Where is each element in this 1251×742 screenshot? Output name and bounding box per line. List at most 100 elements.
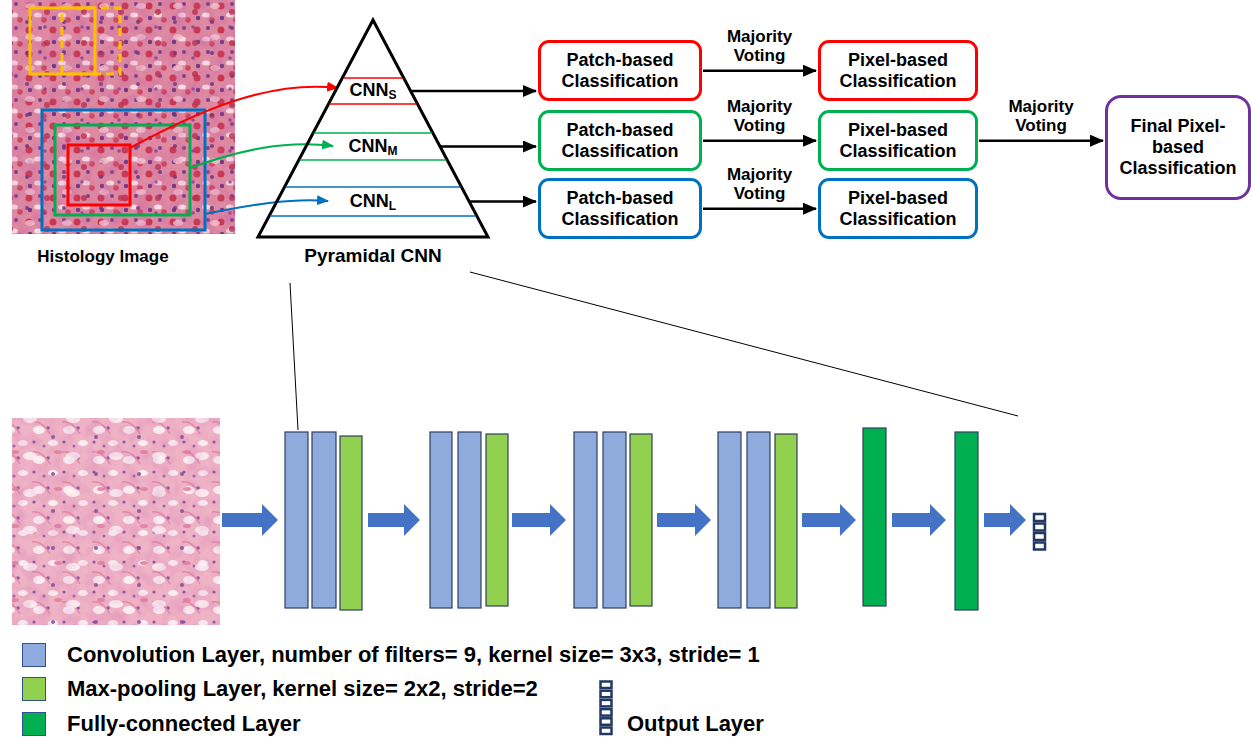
flow-arrow — [802, 504, 856, 536]
patch-arrow — [130, 87, 338, 148]
legend-label: Max-pooling Layer, kernel size= 2x2, str… — [67, 677, 538, 701]
medium-patch — [55, 125, 190, 215]
small-patch — [68, 145, 130, 205]
output-unit — [601, 700, 612, 707]
band-line — [314, 132, 432, 134]
output-unit — [1034, 514, 1045, 521]
arrow-connector — [703, 207, 816, 210]
connectors — [412, 71, 1103, 209]
process-box: Pixel-based Classification — [818, 40, 978, 101]
arrow-connector — [703, 69, 816, 72]
pool-layer — [486, 434, 508, 606]
process-box: Patch-based Classification — [538, 40, 702, 101]
band-line — [329, 103, 416, 105]
large-patch — [42, 110, 205, 230]
patch-arrow — [190, 144, 333, 168]
patch-window-shifted — [62, 8, 120, 74]
tissue-texture — [12, 0, 235, 234]
tissue-texture — [12, 418, 220, 625]
layer-name: CNNM — [348, 137, 397, 157]
tissue-texture — [12, 418, 220, 625]
band-line — [300, 159, 446, 161]
layer-name: CNNL — [350, 192, 396, 212]
output-unit — [601, 718, 612, 725]
arrow-connector — [412, 90, 536, 93]
fc-layer — [863, 428, 886, 606]
histology-image-bottom — [12, 418, 220, 625]
output-layer-symbol — [598, 680, 614, 738]
output-unit — [601, 728, 612, 735]
process-box: Pixel-based Classification — [818, 178, 978, 239]
flow-arrow — [892, 504, 946, 536]
tissue-texture — [12, 0, 235, 234]
edge-label: Majority Voting — [995, 97, 1087, 136]
band-line — [343, 77, 402, 79]
edge-label: Majority Voting — [714, 27, 806, 66]
conv-layer — [574, 432, 597, 608]
box-text: Pixel-based Classification — [829, 50, 967, 91]
legend-label: Output Layer — [627, 712, 764, 736]
histology-image-top — [12, 0, 235, 234]
pyramid-shape: Pyramidal CNN CNNS CNNM CNNL — [248, 15, 498, 277]
conv-layer — [747, 432, 770, 608]
pyramid-triangle — [258, 20, 488, 237]
flow-arrow — [657, 504, 711, 536]
pyramid-band: CNNM — [306, 133, 440, 160]
output-unit — [1034, 533, 1045, 540]
output-unit — [601, 709, 612, 716]
output-unit — [601, 691, 612, 698]
flow-arrow — [512, 504, 566, 536]
conv-layer — [312, 432, 336, 608]
band-line — [270, 215, 476, 217]
output-unit — [601, 682, 612, 689]
box-text: Pixel-based Classification — [829, 188, 967, 229]
box-text: Pixel-based Classification — [829, 120, 967, 161]
box-text: Patch-based Classification — [549, 50, 691, 91]
arrow-connector — [441, 145, 536, 148]
zoom-line — [290, 283, 298, 430]
process-box: Patch-based Classification — [538, 178, 702, 239]
process-box: Patch-based Classification — [538, 110, 702, 171]
conv-layer — [285, 432, 308, 608]
output-layer — [1034, 514, 1045, 550]
pyramid-band: CNNS — [335, 78, 410, 104]
output-unit — [1034, 543, 1045, 550]
patch-arrow — [205, 200, 328, 214]
zoom-line — [470, 272, 1018, 416]
edge-label: Majority Voting — [714, 97, 806, 136]
pyramid-title: Pyramidal CNN — [248, 245, 498, 267]
tissue-texture — [12, 0, 235, 234]
pool-layer — [775, 434, 797, 608]
pool-layer — [630, 434, 652, 606]
conv-layer — [430, 432, 452, 608]
conv-layer — [458, 432, 481, 608]
flow-arrow — [984, 504, 1026, 536]
box-text: Patch-based Classification — [549, 188, 691, 229]
band-line — [285, 186, 460, 188]
layer-name: CNNS — [349, 81, 396, 101]
flow-arrow — [368, 504, 420, 536]
legend-swatch — [22, 643, 46, 667]
arrow-connector — [979, 139, 1103, 142]
tissue-texture — [12, 418, 220, 625]
image-caption: Histology Image — [12, 247, 194, 267]
legend-label: Fully-connected Layer — [67, 712, 301, 736]
legend-swatch — [22, 677, 46, 701]
pool-layer — [340, 436, 362, 610]
output-unit — [1034, 524, 1045, 531]
box-text: Final Pixel-based Classification — [1116, 116, 1240, 178]
edge-label: Majority Voting — [714, 165, 806, 204]
result-box: Final Pixel-based Classification — [1105, 95, 1251, 200]
conv-layer — [718, 432, 741, 608]
conv-layer — [603, 432, 626, 608]
arrow-connector — [470, 200, 536, 203]
flow-arrow — [222, 504, 278, 536]
pyramid-band: CNNL — [277, 187, 469, 216]
fc-layer — [955, 432, 978, 610]
legend-swatch — [22, 712, 46, 736]
arrow-connector — [703, 139, 816, 142]
legend-label: Convolution Layer, number of filters= 9,… — [67, 643, 760, 667]
process-box: Pixel-based Classification — [818, 110, 978, 171]
box-text: Patch-based Classification — [549, 120, 691, 161]
